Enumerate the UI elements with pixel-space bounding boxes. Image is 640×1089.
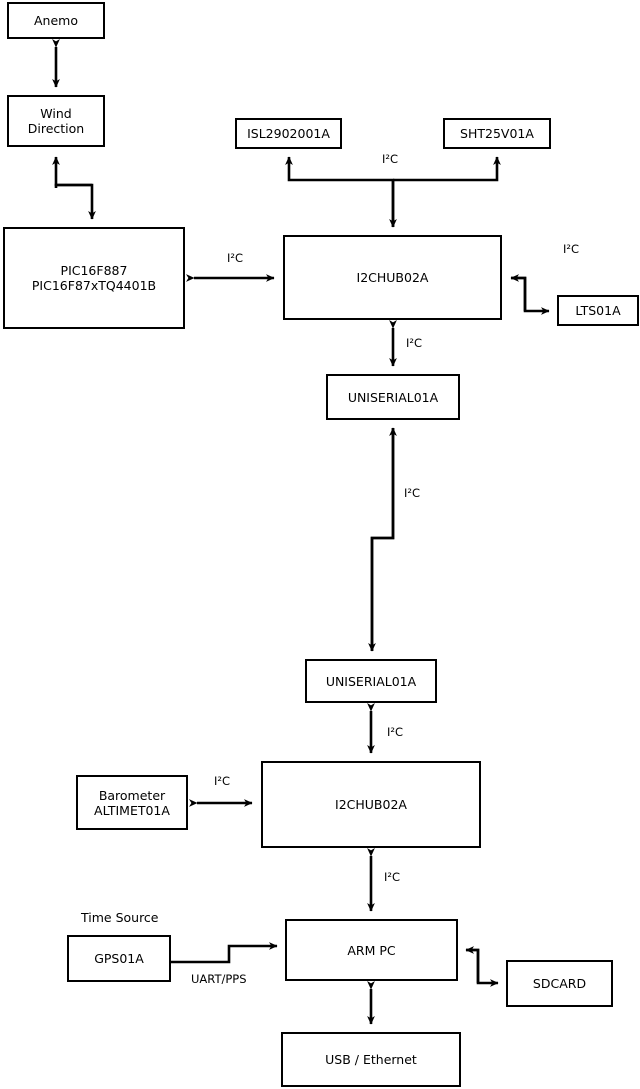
node-uniserial01a-top-label: UNISERIAL01A — [347, 389, 439, 405]
connector-uniserial-link-up — [370, 427, 397, 651]
connector-bus-sht — [393, 156, 501, 182]
connector-lts-hubtop — [510, 274, 527, 311]
connector-wind-pic — [54, 183, 96, 220]
node-usb-ethernet-label: USB / Ethernet — [325, 1052, 417, 1067]
connector-sdcard-armpc — [465, 946, 480, 983]
node-uniserial01a-bottom-label: UNISERIAL01A — [325, 673, 417, 689]
node-lts01a[interactable]: LTS01A — [557, 295, 639, 326]
node-gps01a-label: GPS01A — [94, 951, 144, 966]
node-pic-mcu-label: PIC16F887 PIC16F87xTQ4401B — [31, 263, 157, 293]
edge-label-hub-lts-i2c: I²C — [563, 242, 580, 256]
edge-label-hubbot-arm-i2c: I²C — [384, 870, 401, 884]
label-time-source: Time Source — [81, 910, 159, 925]
edge-label-uniserial-hubbot-i2c: I²C — [387, 725, 404, 739]
node-sht25v01a[interactable]: SHT25V01A — [443, 118, 551, 149]
node-uniserial01a-top[interactable]: UNISERIAL01A — [326, 374, 460, 420]
node-barometer[interactable]: Barometer ALTIMET01A — [76, 775, 188, 830]
node-lts01a-label: LTS01A — [575, 303, 621, 318]
node-i2chub02a-bottom[interactable]: I2CHUB02A — [261, 761, 481, 848]
edge-label-uniserial-link-i2c: I²C — [404, 486, 421, 500]
node-sdcard[interactable]: SDCARD — [506, 960, 613, 1007]
connector-armpc-sdcard — [466, 948, 499, 987]
node-anemo-label: Anemo — [34, 13, 78, 28]
edge-label-pic-hub-i2c: I²C — [227, 251, 244, 265]
node-i2chub02a-top[interactable]: I2CHUB02A — [283, 235, 502, 320]
node-i2chub02a-top-label: I2CHUB02A — [356, 270, 429, 285]
edge-label-hub-uniserial-i2c: I²C — [406, 336, 423, 350]
node-pic-mcu[interactable]: PIC16F887 PIC16F87xTQ4401B — [3, 227, 185, 329]
node-sht25v01a-label: SHT25V01A — [460, 126, 534, 141]
node-i2chub02a-bottom-label: I2CHUB02A — [335, 797, 407, 812]
node-barometer-label: Barometer ALTIMET01A — [94, 787, 170, 818]
edge-label-gps-arm-uart-pps: UART/PPS — [191, 972, 247, 986]
node-wind-direction-label: Wind Direction — [27, 106, 85, 136]
node-gps01a[interactable]: GPS01A — [67, 935, 171, 982]
connector-gps-armpc — [171, 942, 278, 964]
node-sdcard-label: SDCARD — [532, 976, 587, 991]
connector-hubtop-lts — [511, 276, 550, 315]
node-uniserial01a-bottom[interactable]: UNISERIAL01A — [305, 659, 437, 703]
node-isl2902001a[interactable]: ISL2902001A — [235, 118, 342, 149]
connector-wind-pic-up — [52, 156, 92, 187]
edge-label-barometer-hub-i2c: I²C — [214, 774, 231, 788]
node-arm-pc-label: ARM PC — [347, 942, 396, 958]
node-arm-pc[interactable]: ARM PC — [285, 919, 458, 981]
edge-label-bus-i2c: I²C — [382, 152, 399, 166]
connector-uniserial-link-down — [368, 428, 395, 652]
node-usb-ethernet[interactable]: USB / Ethernet — [281, 1032, 461, 1087]
connector-hubtop-bus — [285, 156, 395, 227]
node-isl2902001a-label: ISL2902001A — [247, 126, 330, 141]
node-wind-direction[interactable]: Wind Direction — [7, 95, 105, 147]
node-anemo[interactable]: Anemo — [7, 2, 105, 39]
